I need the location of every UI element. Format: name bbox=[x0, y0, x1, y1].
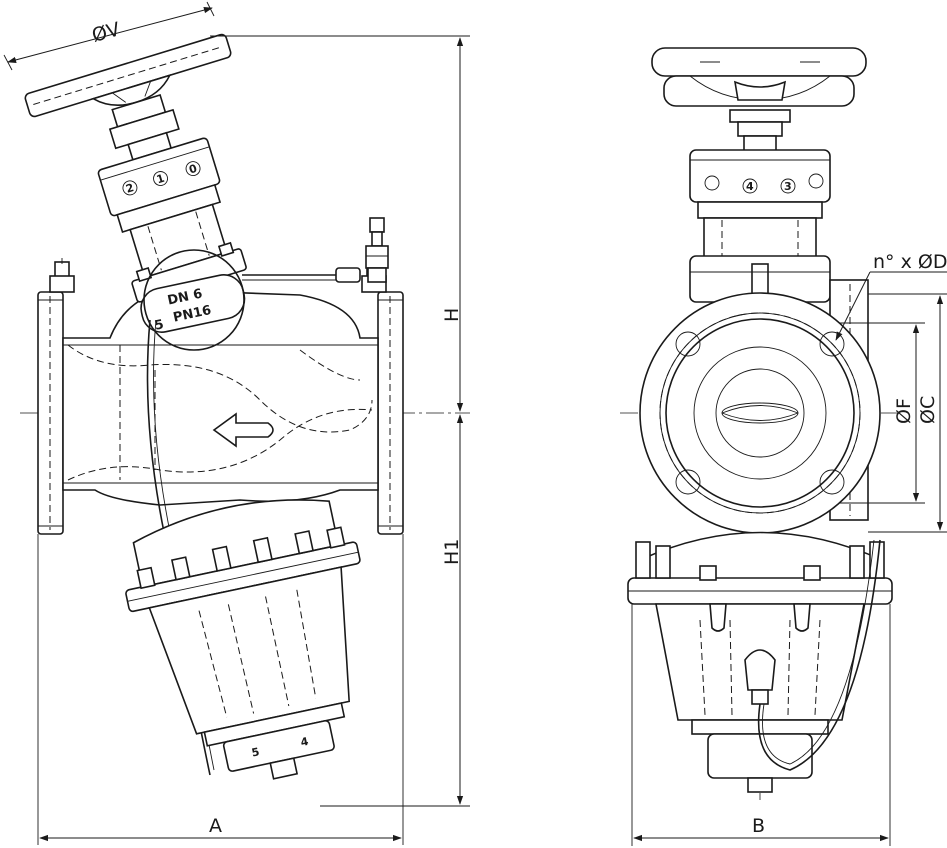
dim-b-label: B bbox=[752, 815, 765, 837]
dim-f-label: ØF bbox=[893, 398, 915, 424]
nameplate-line1: DN 6 bbox=[166, 286, 204, 308]
side-view: 2 1 0 DN 6 PN16 5 bbox=[3, 1, 470, 845]
end-view: 4 3 bbox=[620, 47, 947, 846]
diaphragm-housing-front bbox=[627, 531, 893, 793]
dim-v-label: ØV bbox=[90, 18, 123, 46]
dim-c: ØC bbox=[868, 293, 947, 533]
handwheel-front bbox=[651, 47, 867, 107]
dial-mark: 0 bbox=[187, 162, 198, 177]
dim-h1-label: H1 bbox=[441, 539, 463, 565]
dim-h: H bbox=[210, 35, 470, 412]
dim-f: ØF bbox=[840, 322, 925, 504]
dim-c-label: ØC bbox=[917, 396, 939, 424]
dial-mark: 4 bbox=[746, 180, 754, 193]
dim-bolt-holes: n° x ØD bbox=[835, 251, 947, 341]
valve-body bbox=[62, 289, 379, 506]
dim-b: B bbox=[631, 604, 891, 846]
dim-bolt-holes-label: n° x ØD bbox=[873, 251, 947, 273]
test-point bbox=[242, 217, 389, 283]
flow-direction-arrow bbox=[212, 412, 274, 448]
flange-bolt-left bbox=[49, 258, 75, 293]
dim-h1: H1 bbox=[320, 414, 470, 807]
right-flange bbox=[377, 291, 404, 535]
dial-mark: 1 bbox=[155, 172, 166, 187]
capillary-loop bbox=[143, 249, 245, 351]
flange-face bbox=[639, 292, 881, 534]
dim-a: A bbox=[37, 534, 404, 845]
nameplate-mark: 5 bbox=[153, 317, 165, 334]
dim-a-label: A bbox=[209, 815, 222, 837]
dim-h-label: H bbox=[441, 308, 463, 322]
bottom-mark: 5 bbox=[250, 745, 260, 759]
dial-mark: 3 bbox=[784, 180, 792, 193]
left-flange bbox=[37, 291, 64, 535]
diaphragm-housing: 5 4 bbox=[125, 499, 361, 780]
nameplate: DN 6 PN16 5 bbox=[140, 274, 246, 334]
bottom-mark: 4 bbox=[299, 735, 310, 749]
dial-mark: 2 bbox=[124, 181, 135, 196]
